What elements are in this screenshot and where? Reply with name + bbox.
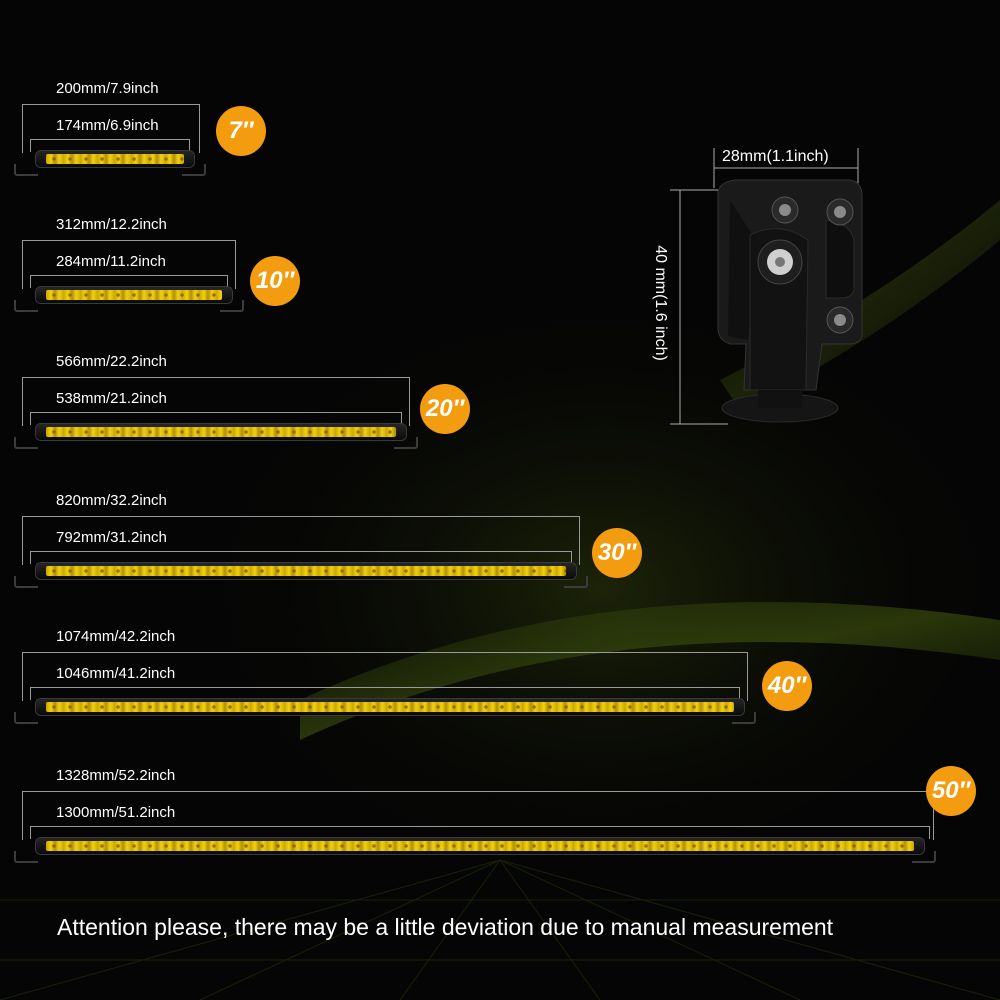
inner-length-label: 538mm/21.2inch [56, 390, 167, 407]
inner-length-label: 174mm/6.9inch [56, 117, 159, 134]
inner-dimension-line [30, 275, 228, 288]
outer-length-label: 1328mm/52.2inch [56, 767, 176, 784]
right-mount-foot [394, 437, 418, 449]
left-mount-foot [14, 576, 38, 588]
outer-length-label: 566mm/22.2inch [56, 353, 167, 370]
led-light-bar [36, 563, 576, 579]
outer-dimension-line [22, 516, 580, 565]
left-mount-foot [14, 437, 38, 449]
yellow-lens [46, 154, 184, 164]
bracket-width-label: 28mm(1.1inch) [722, 148, 829, 165]
left-mount-foot [14, 712, 38, 724]
outer-dimension-line [22, 652, 748, 701]
outer-dimension-line [22, 104, 200, 153]
left-mount-foot [14, 851, 38, 863]
outer-dimension-line [22, 377, 410, 426]
led-light-bar [36, 151, 194, 167]
inner-dimension-line [30, 687, 740, 700]
bracket-height-label: 40 mm(1.6 inch) [652, 245, 669, 361]
size-badge: 7″ [216, 106, 266, 156]
size-badge: 50″ [926, 766, 976, 816]
inner-dimension-line [30, 139, 190, 152]
right-mount-foot [912, 851, 936, 863]
led-light-bar [36, 838, 924, 854]
right-mount-foot [220, 300, 244, 312]
yellow-lens [46, 427, 396, 437]
yellow-lens [46, 290, 222, 300]
inner-dimension-line [30, 412, 402, 425]
outer-length-label: 312mm/12.2inch [56, 216, 167, 233]
outer-length-label: 200mm/7.9inch [56, 80, 159, 97]
left-mount-foot [14, 300, 38, 312]
yellow-lens [46, 566, 566, 576]
outer-length-label: 1074mm/42.2inch [56, 628, 176, 645]
inner-dimension-line [30, 551, 572, 564]
led-light-bar [36, 287, 232, 303]
bracket-diagram: 28mm(1.1inch) 40 mm(1.6 inch) [640, 140, 900, 440]
right-mount-foot [732, 712, 756, 724]
led-light-bar [36, 424, 406, 440]
inner-dimension-line [30, 826, 930, 839]
inner-length-label: 1046mm/41.2inch [56, 665, 176, 682]
left-mount-foot [14, 164, 38, 176]
outer-length-label: 820mm/32.2inch [56, 492, 167, 509]
size-badge: 40″ [762, 661, 812, 711]
right-mount-foot [182, 164, 206, 176]
yellow-lens [46, 841, 914, 851]
outer-dimension-line [22, 240, 236, 289]
inner-length-label: 284mm/11.2inch [56, 253, 166, 270]
inner-length-label: 1300mm/51.2inch [56, 804, 176, 821]
inner-length-label: 792mm/31.2inch [56, 529, 167, 546]
size-badge: 30″ [592, 528, 642, 578]
mounting-bracket-illustration [670, 148, 863, 425]
outer-dimension-line [22, 791, 934, 840]
yellow-lens [46, 702, 734, 712]
size-badge: 10″ [250, 256, 300, 306]
size-badge: 20″ [420, 384, 470, 434]
led-light-bar [36, 699, 744, 715]
right-mount-foot [564, 576, 588, 588]
measurement-notice: Attention please, there may be a little … [57, 914, 834, 940]
